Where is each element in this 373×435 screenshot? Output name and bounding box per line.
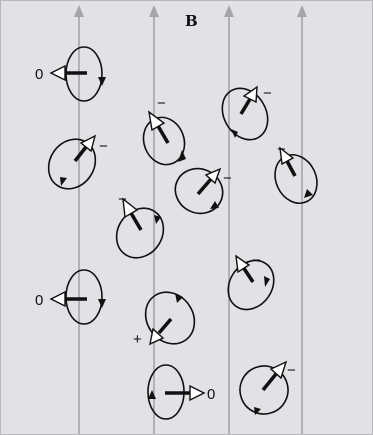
precession-orbit — [137, 112, 191, 171]
magnetic-moment-arrow — [241, 99, 250, 114]
spin-state-label: + — [133, 331, 142, 348]
field-line-arrowhead — [224, 5, 234, 17]
magnetic-moment-arrowhead — [51, 66, 65, 80]
spin-state-label: − — [157, 95, 166, 112]
magnetic-moment-arrow — [158, 126, 168, 143]
precession-arrow — [264, 276, 270, 287]
magnetic-moment-arrow — [243, 267, 253, 282]
spin-9: + — [133, 283, 204, 354]
magnetic-moment-arrowhead — [236, 256, 249, 272]
spin-3: − — [39, 130, 108, 198]
spin-10: − — [232, 358, 296, 422]
magnetic-moment-arrow — [159, 319, 171, 333]
magnetic-moment-arrowhead — [51, 292, 65, 306]
field-line-arrowhead — [297, 5, 307, 17]
precession-arrow — [98, 299, 106, 308]
spin-8: 0 — [35, 270, 106, 324]
precession-orbit — [267, 148, 324, 210]
field-line-arrowhead — [74, 5, 84, 17]
magnetic-moment-arrowhead — [149, 112, 164, 130]
magnetic-moment-arrow — [198, 179, 211, 194]
spin-state-label: − — [118, 191, 127, 208]
precession-orbit — [66, 270, 102, 324]
precession-arrow — [178, 150, 186, 162]
precession-orbit — [136, 283, 205, 354]
magnetic-moment-arrow — [287, 161, 295, 176]
magnetic-moment-arrow — [75, 147, 86, 161]
spin-state-label: 0 — [35, 66, 43, 83]
spin-state-label: − — [223, 170, 232, 187]
spin-11: 0 — [148, 365, 215, 419]
precession-orbit — [107, 199, 173, 267]
spin-state-label: 0 — [207, 386, 215, 403]
spin-4: − — [168, 161, 232, 221]
magnetic-moment-arrow — [131, 213, 141, 230]
spin-state-label: − — [277, 141, 286, 158]
panel-label: B — [185, 12, 198, 30]
spin-6: − — [107, 191, 173, 267]
spin-5: − — [267, 141, 324, 210]
precession-arrow — [304, 189, 313, 198]
precession-orbit — [39, 130, 105, 198]
precession-arrow — [175, 293, 183, 303]
field-line-arrowhead — [149, 5, 159, 17]
magnetic-moment-arrow — [263, 374, 276, 390]
magnetic-moment-arrowhead — [190, 386, 204, 400]
spin-state-label: − — [252, 252, 261, 269]
precession-arrow — [60, 177, 67, 186]
spin-0: 0 — [35, 47, 106, 101]
spin-state-label: − — [287, 362, 296, 379]
precession-arrow — [98, 77, 106, 86]
spin-1: − — [137, 95, 191, 170]
spin-state-label: − — [263, 85, 272, 102]
spin-2: − — [213, 80, 276, 148]
spin-state-label: 0 — [35, 292, 43, 309]
spin-state-label: − — [99, 138, 108, 155]
precession-arrow — [231, 129, 238, 138]
